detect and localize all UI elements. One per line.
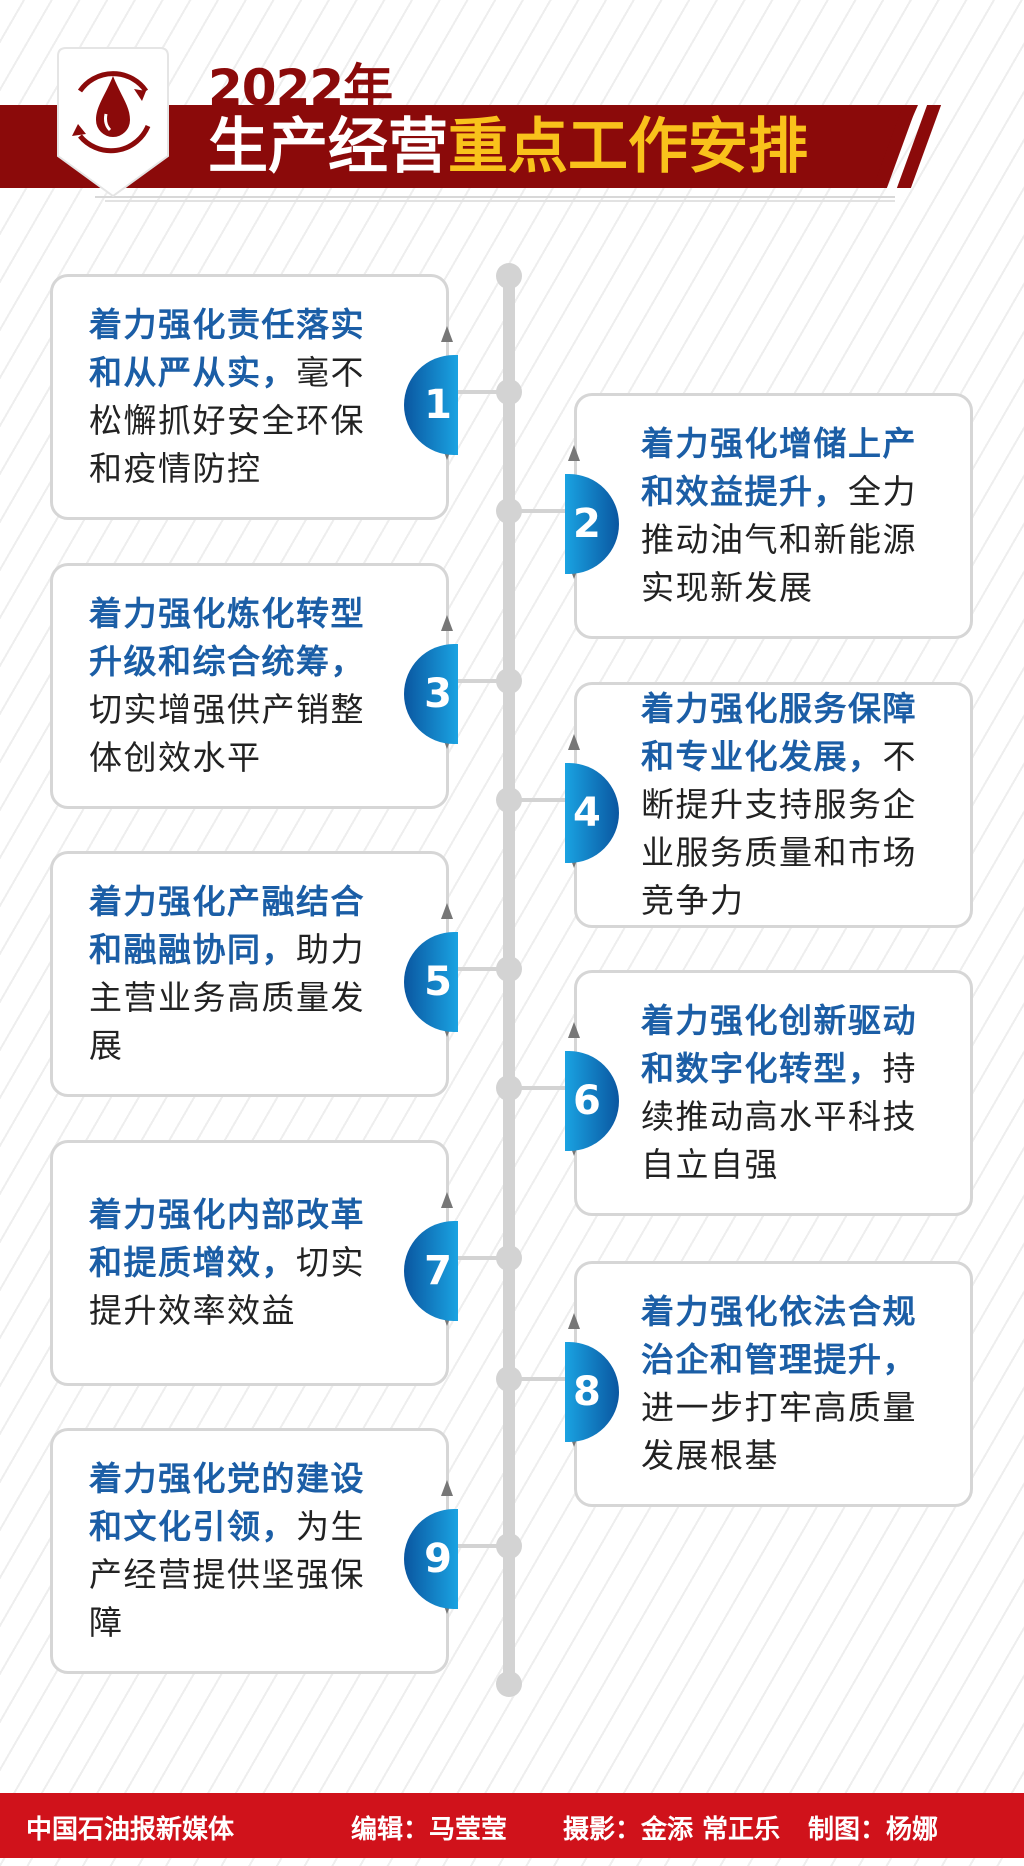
connector-line	[515, 1377, 565, 1381]
card-body: 不断提升支持服务企业服务质量和市场竞争力	[641, 737, 917, 920]
card-highlight: 着力强化党的建设和文化引领，	[89, 1459, 365, 1546]
timeline-card: 着力强化增储上产和效益提升，全力推动油气和新能源实现新发展	[574, 393, 973, 639]
badge-fold	[568, 1313, 580, 1329]
connector-line	[458, 967, 503, 971]
connector-line	[458, 679, 503, 683]
footer-editor: 编辑：马莹莹	[351, 1815, 508, 1845]
badge-fold	[441, 615, 453, 631]
card-text: 着力强化依法合规治企和管理提升， 进一步打牢高质量发展根基	[641, 1288, 937, 1480]
timeline-card: 着力强化创新驱动和数字化转型，持续推动高水平科技自立自强	[574, 970, 973, 1216]
timeline-card: 着力强化党的建设和文化引领，为生产经营提供坚强保障	[50, 1428, 449, 1674]
card-text: 着力强化党的建设和文化引领，为生产经营提供坚强保障	[89, 1455, 385, 1647]
card-highlight: 着力强化服务保障和专业化发展，	[641, 689, 917, 776]
badge-fold	[441, 903, 453, 919]
timeline-dot	[496, 1671, 522, 1697]
connector-line	[515, 798, 565, 802]
card-text: 着力强化服务保障和专业化发展，不断提升支持服务企业服务质量和市场竞争力	[641, 685, 937, 925]
card-highlight: 着力强化内部改革和提质增效，	[89, 1195, 365, 1282]
footer-graphic: 制图：杨娜	[808, 1815, 939, 1845]
header-shadow	[95, 190, 895, 198]
card-body: 切实提升效率效益	[89, 1243, 365, 1330]
badge-fold	[441, 1480, 453, 1496]
oil-drop-cycle-icon	[57, 47, 169, 198]
page-title: 生产经营重点工作安排	[208, 112, 808, 182]
card-body: 全力推动油气和新能源实现新发展	[641, 472, 917, 607]
timeline-card: 着力强化责任落实和从严从实，毫不松懈抓好安全环保和疫情防控	[50, 274, 449, 520]
timeline-card: 着力强化服务保障和专业化发展，不断提升支持服务企业服务质量和市场竞争力	[574, 682, 973, 928]
header-shadow	[105, 196, 895, 202]
connector-line	[515, 509, 565, 513]
card-text: 着力强化产融结合和融融协同，助力主营业务高质量发展	[89, 878, 385, 1070]
card-body: 进一步打牢高质量发展根基	[641, 1388, 917, 1475]
card-body: 切实增强供产销整体创效水平	[89, 690, 365, 777]
connector-line	[458, 1256, 503, 1260]
header-year: 2022年	[208, 59, 393, 117]
timeline-card: 着力强化内部改革和提质增效，切实提升效率效益	[50, 1140, 449, 1386]
badge-fold	[441, 1192, 453, 1208]
connector-line	[515, 1086, 565, 1090]
title-white: 生产经营	[208, 112, 448, 182]
timeline-dot	[496, 263, 522, 289]
card-highlight: 着力强化责任落实和从严从实，	[89, 305, 365, 392]
card-highlight: 着力强化依法合规治企和管理提升，	[641, 1292, 917, 1379]
footer-photo: 摄影：金添 常正乐	[563, 1815, 781, 1845]
card-body: 毫不松懈抓好安全环保和疫情防控	[89, 353, 365, 488]
card-text: 着力强化创新驱动和数字化转型，持续推动高水平科技自立自强	[641, 997, 937, 1189]
badge-fold	[568, 445, 580, 461]
badge-fold	[441, 326, 453, 342]
card-body: 持续推动高水平科技自立自强	[641, 1049, 917, 1184]
timeline-card: 着力强化产融结合和融融协同，助力主营业务高质量发展	[50, 851, 449, 1097]
card-highlight: 着力强化产融结合和融融协同，	[89, 882, 365, 969]
card-text: 着力强化责任落实和从严从实，毫不松懈抓好安全环保和疫情防控	[89, 301, 385, 493]
badge-fold	[568, 1022, 580, 1038]
footer-source: 中国石油报新媒体	[26, 1815, 235, 1845]
card-text: 着力强化增储上产和效益提升，全力推动油气和新能源实现新发展	[641, 420, 937, 612]
card-highlight: 着力强化增储上产和效益提升，	[641, 424, 917, 511]
timeline-card: 着力强化依法合规治企和管理提升， 进一步打牢高质量发展根基	[574, 1261, 973, 1507]
badge-fold	[568, 734, 580, 750]
connector-line	[458, 390, 503, 394]
card-highlight: 着力强化炼化转型升级和综合统筹，	[89, 594, 365, 681]
card-highlight: 着力强化创新驱动和数字化转型，	[641, 1001, 917, 1088]
title-yellow: 重点工作安排	[448, 112, 808, 182]
card-text: 着力强化内部改革和提质增效，切实提升效率效益	[89, 1191, 385, 1335]
timeline-card: 着力强化炼化转型升级和综合统筹， 切实增强供产销整体创效水平	[50, 563, 449, 809]
card-body: 助力主营业务高质量发展	[89, 930, 365, 1065]
card-body: 为生产经营提供坚强保障	[89, 1507, 365, 1642]
footer-bar: 中国石油报新媒体 编辑：马莹莹 摄影：金添 常正乐 制图：杨娜	[0, 1793, 1024, 1858]
connector-line	[458, 1544, 503, 1548]
card-text: 着力强化炼化转型升级和综合统筹， 切实增强供产销整体创效水平	[89, 590, 385, 782]
